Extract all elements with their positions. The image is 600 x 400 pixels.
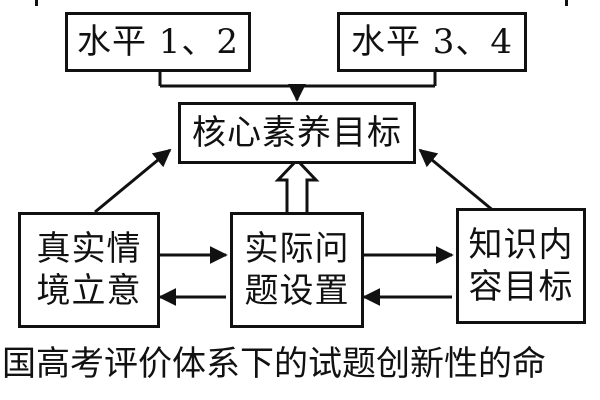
core-goal-box: 核心素养目标: [178, 102, 416, 164]
level-1-2-label: 水平 1、2: [76, 21, 240, 62]
top-edge-tick: [35, 0, 38, 6]
level-3-4-box: 水平 3、4: [337, 12, 527, 72]
knowledge-goal-box: 知识内 容目标: [456, 208, 586, 324]
figure-caption: 国高考评价体系下的试题创新性的命: [2, 344, 546, 384]
arrow-real-context-to-core: [94, 148, 172, 214]
arrow-knowledge-to-core: [418, 148, 496, 214]
practical-problem-line1: 实际问: [244, 228, 350, 269]
core-goal-label: 核心素养目标: [192, 112, 402, 153]
level-1-2-box: 水平 1、2: [65, 12, 251, 72]
practical-problem-box: 实际问 题设置: [230, 212, 364, 328]
hollow-arrow-problem-to-core: [274, 157, 320, 216]
practical-problem-line2: 题设置: [244, 271, 350, 311]
top-edge-tick: [565, 0, 568, 6]
level-3-4-label: 水平 3、4: [350, 21, 514, 62]
real-context-line1: 真实情: [36, 228, 142, 269]
knowledge-goal-line2: 容目标: [468, 267, 574, 307]
real-context-line2: 境立意: [36, 271, 142, 311]
real-context-box: 真实情 境立意: [18, 212, 160, 328]
knowledge-goal-line1: 知识内: [468, 224, 574, 265]
